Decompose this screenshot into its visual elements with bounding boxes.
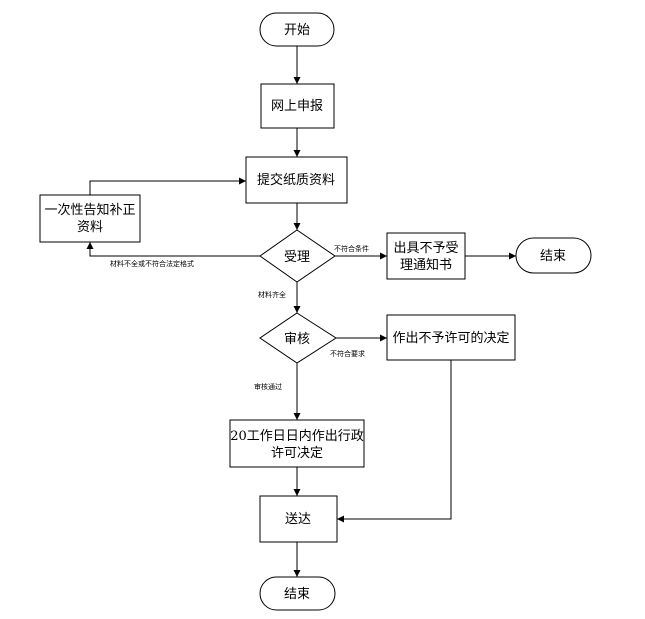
start-label: 开始 <box>284 23 310 38</box>
node-online-apply: 网上申报 <box>260 83 335 129</box>
notify-label-line2: 资料 <box>77 220 103 235</box>
accept-diamond <box>259 229 336 283</box>
submit-paper-label: 提交纸质资料 <box>257 172 335 188</box>
reject-notice-box <box>386 232 466 280</box>
review-diamond <box>259 312 337 364</box>
node-accept: 受理 <box>259 229 336 283</box>
node-notify: 一次性告知补正 资料 <box>39 194 141 243</box>
edge-labels: 不符合条件 材料不全或不符合法定格式 材料齐全 不符合要求 审核通过 <box>110 244 369 391</box>
end-right-label: 结束 <box>540 249 566 264</box>
decision-label-line2: 许可决定 <box>271 446 323 461</box>
online-apply-label: 网上申报 <box>271 99 323 114</box>
node-deny-decision: 作出不予许可的决定 <box>386 314 516 361</box>
decision-box <box>229 419 365 468</box>
node-start: 开始 <box>259 12 335 47</box>
decision-label-line1: 20工作日日内作出行政 <box>230 428 364 444</box>
edge-notify-to-submit <box>89 177 246 195</box>
label-not-compliant: 不符合要求 <box>330 349 365 358</box>
edge-deny-to-deliver <box>337 360 452 523</box>
node-decision: 20工作日日内作出行政 许可决定 <box>229 419 365 468</box>
deliver-box <box>259 495 338 543</box>
node-review: 审核 <box>259 312 337 364</box>
deny-decision-label: 作出不予许可的决定 <box>392 330 509 346</box>
submit-paper-box <box>245 156 348 204</box>
node-deliver: 送达 <box>259 495 338 543</box>
deny-decision-box <box>386 314 516 361</box>
review-label: 审核 <box>284 332 310 347</box>
node-submit-paper: 提交纸质资料 <box>245 156 348 204</box>
deliver-label: 送达 <box>285 512 311 527</box>
reject-notice-label-line1: 出具不予受 <box>393 241 458 256</box>
end-right-terminal <box>515 237 592 274</box>
node-reject-notice: 出具不予受 理通知书 <box>386 232 466 280</box>
label-incomplete: 材料不全或不符合法定格式 <box>110 259 194 268</box>
node-end-bottom: 结束 <box>259 576 336 611</box>
accept-label: 受理 <box>284 250 310 265</box>
end-bottom-terminal <box>259 576 336 611</box>
online-apply-box <box>260 83 335 129</box>
edges <box>86 46 516 577</box>
notify-box <box>39 194 141 243</box>
label-not-qualified: 不符合条件 <box>334 244 369 253</box>
edge-accept-to-notify <box>86 242 260 257</box>
label-complete: 材料齐全 <box>258 290 286 299</box>
end-bottom-label: 结束 <box>284 587 310 602</box>
label-review-passed: 审核通过 <box>254 382 282 391</box>
node-end-right: 结束 <box>515 237 592 274</box>
notify-label-line1: 一次性告知补正 <box>44 202 135 218</box>
reject-notice-label-line2: 理通知书 <box>400 257 452 273</box>
start-terminal <box>259 12 335 47</box>
